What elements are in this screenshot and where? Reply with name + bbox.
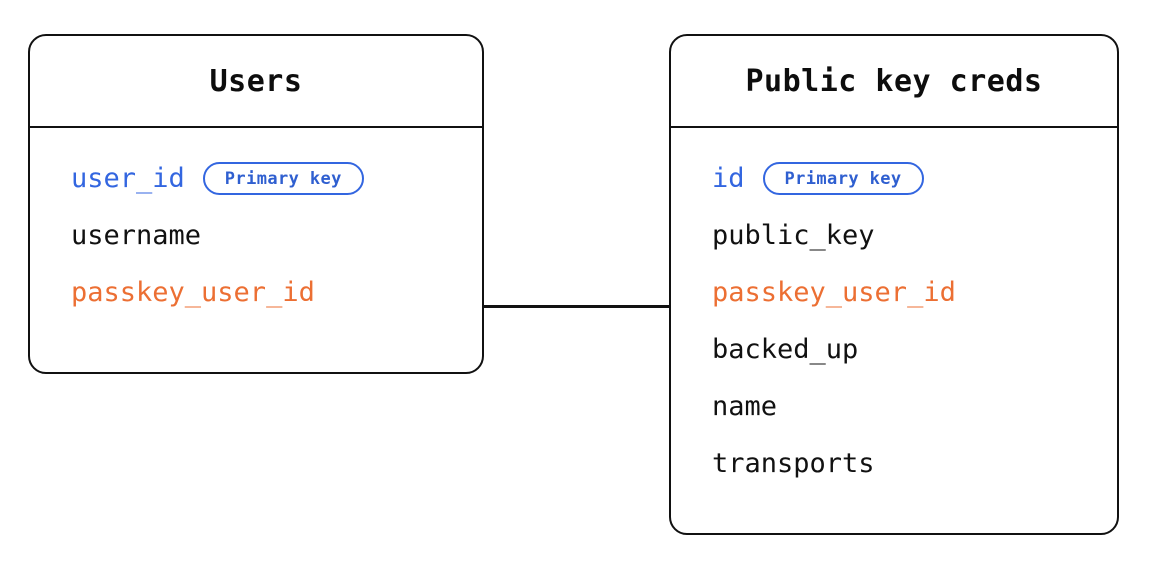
primary-key-badge-label: Primary key bbox=[784, 168, 902, 189]
entity-users-title: Users bbox=[209, 63, 303, 99]
field-row-creds-passkey-user-id[interactable]: passkey_user_id bbox=[712, 264, 1097, 321]
entity-public-key-creds-header: Public key creds bbox=[671, 36, 1117, 128]
field-row-users-passkey-user-id[interactable]: passkey_user_id bbox=[71, 264, 462, 321]
field-label-transports: transports bbox=[712, 448, 875, 479]
field-label-backed-up: backed_up bbox=[712, 334, 859, 365]
field-row-backed-up[interactable]: backed_up bbox=[712, 321, 1097, 378]
field-row-user-id[interactable]: user_id Primary key bbox=[71, 150, 462, 207]
field-row-username[interactable]: username bbox=[71, 207, 462, 264]
entity-users-field-list: user_id Primary key username passkey_use… bbox=[30, 128, 482, 321]
primary-key-badge-label: Primary key bbox=[224, 168, 342, 189]
entity-users[interactable]: Users user_id Primary key username passk… bbox=[28, 34, 484, 374]
field-label-public-key: public_key bbox=[712, 220, 875, 251]
entity-public-key-creds-title: Public key creds bbox=[745, 63, 1043, 99]
field-row-id[interactable]: id Primary key bbox=[712, 150, 1097, 207]
field-row-public-key[interactable]: public_key bbox=[712, 207, 1097, 264]
relationship-connector-users-to-public-key-creds bbox=[484, 305, 669, 308]
field-label-users-passkey-user-id: passkey_user_id bbox=[71, 277, 315, 308]
primary-key-badge-public-key-creds: Primary key bbox=[762, 162, 924, 195]
field-row-transports[interactable]: transports bbox=[712, 435, 1097, 492]
field-row-name[interactable]: name bbox=[712, 378, 1097, 435]
field-label-id: id bbox=[712, 163, 745, 194]
primary-key-badge-users: Primary key bbox=[202, 162, 364, 195]
entity-public-key-creds-field-list: id Primary key public_key passkey_user_i… bbox=[671, 128, 1117, 492]
field-label-username: username bbox=[71, 220, 202, 251]
entity-public-key-creds[interactable]: Public key creds id Primary key public_k… bbox=[669, 34, 1119, 535]
field-label-name: name bbox=[712, 391, 778, 422]
field-label-user-id: user_id bbox=[71, 163, 185, 194]
entity-users-header: Users bbox=[30, 36, 482, 128]
field-label-creds-passkey-user-id: passkey_user_id bbox=[712, 277, 956, 308]
